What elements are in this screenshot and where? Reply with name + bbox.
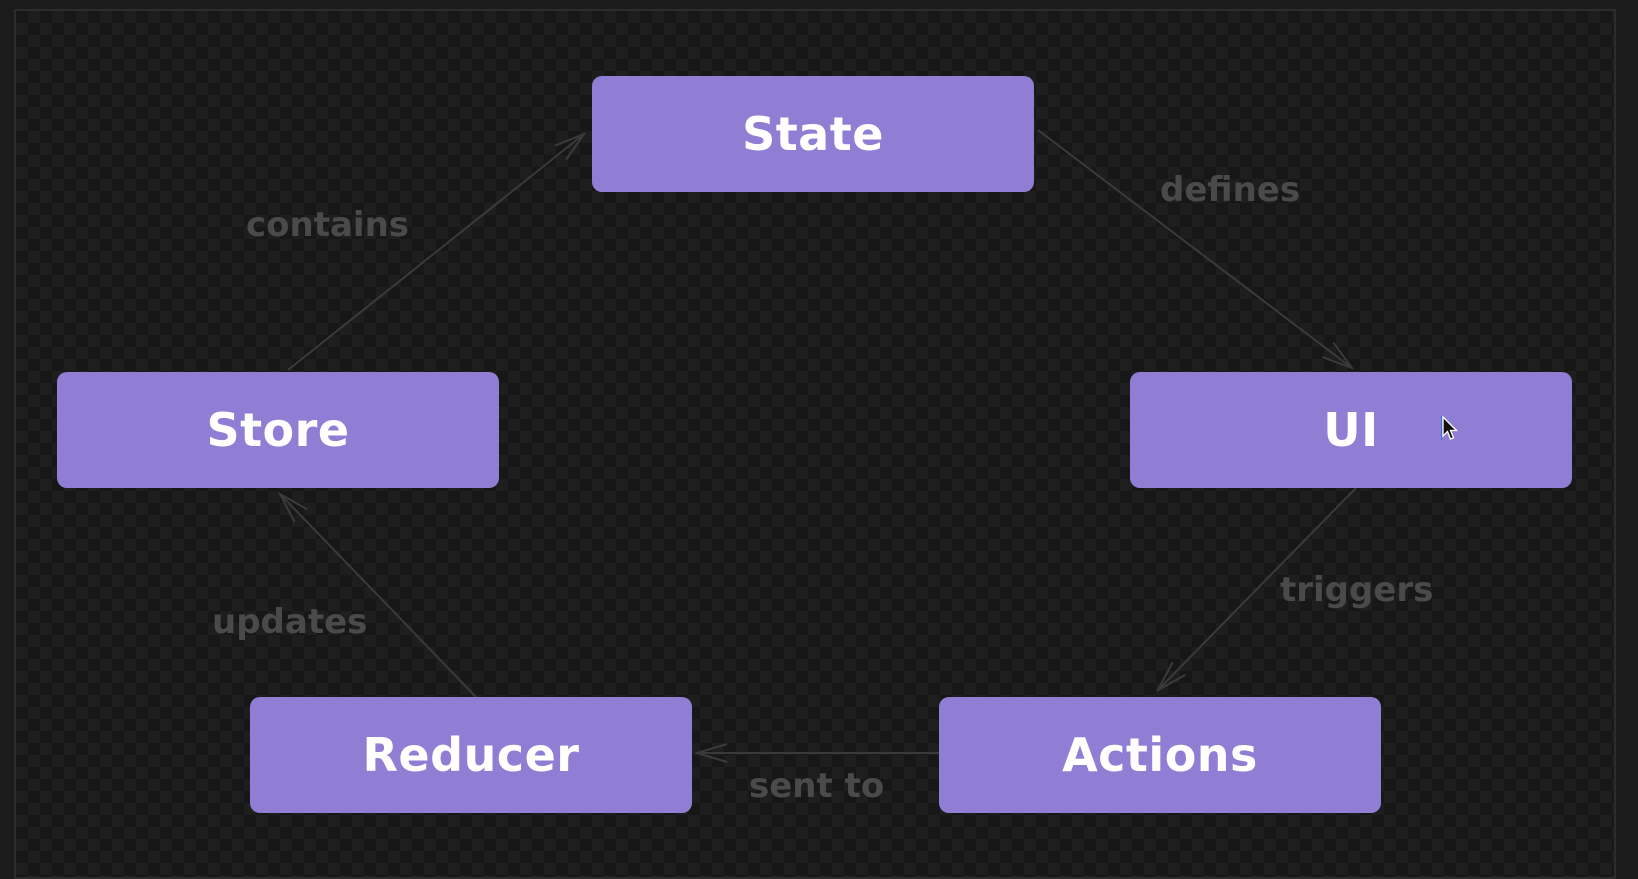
edge-label-updates: updates (212, 602, 368, 642)
node-state[interactable]: State (592, 76, 1034, 192)
node-store[interactable]: Store (57, 372, 499, 488)
mouse-pointer-icon (1441, 416, 1459, 440)
edge-label-sent-to: sent to (749, 766, 885, 806)
node-actions[interactable]: Actions (939, 697, 1381, 813)
edge-label-triggers: triggers (1280, 570, 1434, 610)
edge-label-contains: contains (246, 205, 410, 245)
edge-label-defines: defines (1160, 170, 1301, 210)
node-reducer[interactable]: Reducer (250, 697, 692, 813)
node-ui[interactable]: UI (1130, 372, 1572, 488)
